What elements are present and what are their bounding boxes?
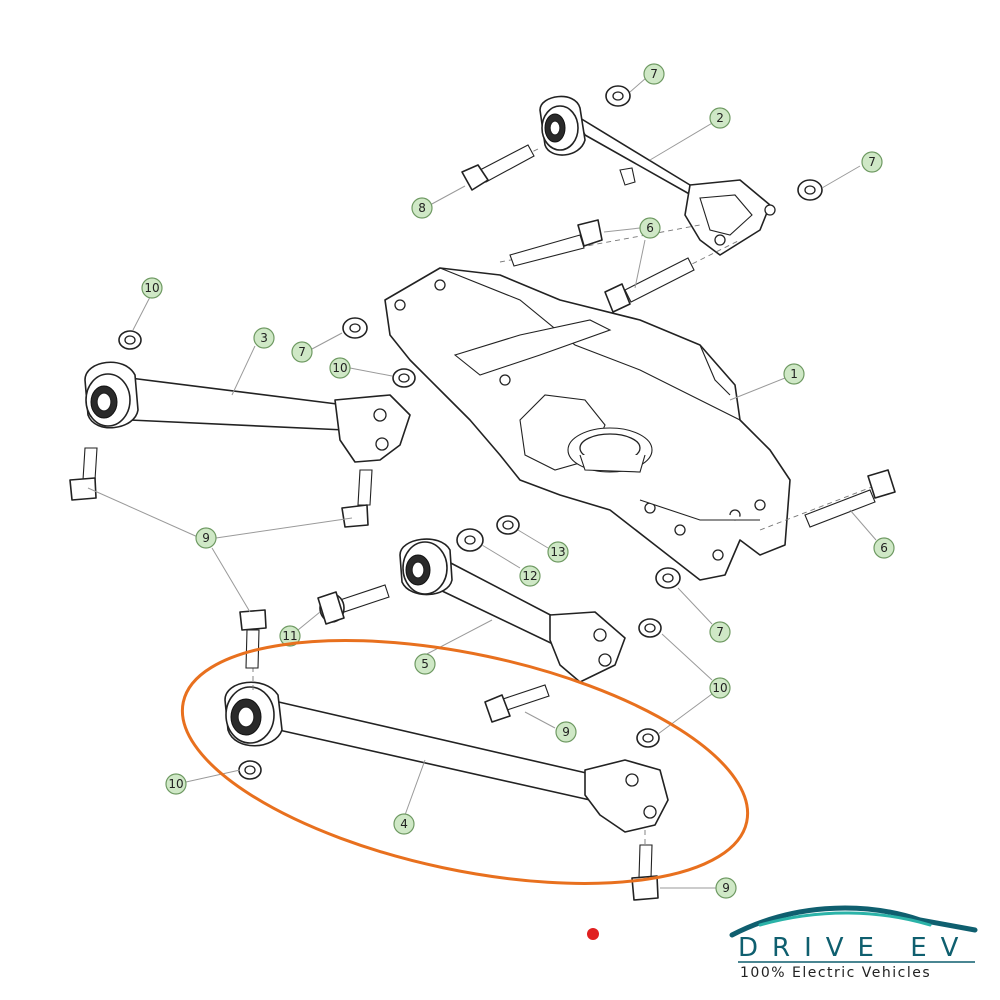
callout: 7 xyxy=(709,621,731,643)
nut-7-left xyxy=(342,317,368,339)
highlight-ellipse xyxy=(180,639,750,885)
callout: 9 xyxy=(715,877,737,899)
svg-text:6: 6 xyxy=(646,221,654,235)
callout: 10 xyxy=(329,357,351,379)
nut-10-link4-right xyxy=(636,728,660,748)
logo-swoosh xyxy=(729,905,978,938)
nut-7-lower xyxy=(655,567,681,589)
callout: 7 xyxy=(861,151,883,173)
svg-text:9: 9 xyxy=(722,881,730,895)
svg-text:13: 13 xyxy=(550,545,565,559)
svg-text:9: 9 xyxy=(562,725,570,739)
svg-text:7: 7 xyxy=(298,345,306,359)
bolt-9-bottom xyxy=(631,830,659,901)
svg-text:8: 8 xyxy=(418,201,426,215)
svg-text:4: 4 xyxy=(400,817,408,831)
part-5-link xyxy=(399,538,626,683)
callouts: 7 2 7 8 6 10 3 7 10 1 9 13 12 6 11 5 7 1… xyxy=(141,63,895,899)
callout: 10 xyxy=(165,773,187,795)
callout: 6 xyxy=(639,217,661,239)
svg-text:11: 11 xyxy=(282,629,297,643)
part-2-upper-arm xyxy=(539,95,776,256)
bolt-11-eccentric xyxy=(317,584,390,625)
nut-10-upper-left xyxy=(118,330,142,350)
callout: 10 xyxy=(709,677,731,699)
nut-13 xyxy=(496,515,520,535)
callout: 8 xyxy=(411,197,433,219)
drive-ev-logo: DRIVE EV 100% Electric Vehicles xyxy=(729,905,978,981)
svg-text:10: 10 xyxy=(144,281,159,295)
bolt-6-right xyxy=(759,469,896,531)
bolt-6-middle xyxy=(604,239,741,313)
marker-dot xyxy=(587,928,599,940)
bolt-9-right-mid xyxy=(484,684,550,723)
svg-text:10: 10 xyxy=(712,681,727,695)
callout: 2 xyxy=(709,107,731,129)
washer-12 xyxy=(456,528,484,552)
svg-text:3: 3 xyxy=(260,331,268,345)
part-1-lower-control-arm xyxy=(384,267,791,581)
bolt-8 xyxy=(461,144,541,191)
callout: 10 xyxy=(141,277,163,299)
svg-text:7: 7 xyxy=(650,67,658,81)
svg-text:1: 1 xyxy=(790,367,798,381)
callout: 1 xyxy=(783,363,805,385)
bolt-9-center xyxy=(239,609,267,690)
svg-text:6: 6 xyxy=(880,541,888,555)
callout: 9 xyxy=(195,527,217,549)
callout: 11 xyxy=(279,625,301,647)
callout: 6 xyxy=(873,537,895,559)
callout: 4 xyxy=(393,813,415,835)
svg-text:10: 10 xyxy=(332,361,347,375)
svg-text:9: 9 xyxy=(202,531,210,545)
callout: 5 xyxy=(414,653,436,675)
bolt-9-left-top xyxy=(69,447,98,501)
bolt-9-left-mid xyxy=(341,469,373,528)
callout: 3 xyxy=(253,327,275,349)
callout: 7 xyxy=(291,341,313,363)
svg-text:7: 7 xyxy=(868,155,876,169)
nut-7-right xyxy=(797,179,823,201)
leader-lines xyxy=(87,77,877,889)
callout: 9 xyxy=(555,721,577,743)
nut-10-link4-left xyxy=(238,760,262,780)
logo-brand-text: DRIVE EV xyxy=(738,933,972,963)
callout: 12 xyxy=(519,565,541,587)
part-4-link xyxy=(224,681,669,833)
logo-swoosh-accent xyxy=(758,911,932,927)
svg-text:12: 12 xyxy=(522,569,537,583)
svg-text:7: 7 xyxy=(716,625,724,639)
svg-text:2: 2 xyxy=(716,111,724,125)
callout: 7 xyxy=(643,63,665,85)
bolt-6-upper xyxy=(499,219,701,267)
nut-10-right xyxy=(638,618,662,638)
callout: 13 xyxy=(547,541,569,563)
nut-7-top xyxy=(605,85,631,107)
svg-text:5: 5 xyxy=(421,657,429,671)
logo-tagline: 100% Electric Vehicles xyxy=(740,965,931,981)
svg-text:10: 10 xyxy=(168,777,183,791)
nut-10-center xyxy=(392,368,416,388)
part-3-link xyxy=(84,361,411,463)
